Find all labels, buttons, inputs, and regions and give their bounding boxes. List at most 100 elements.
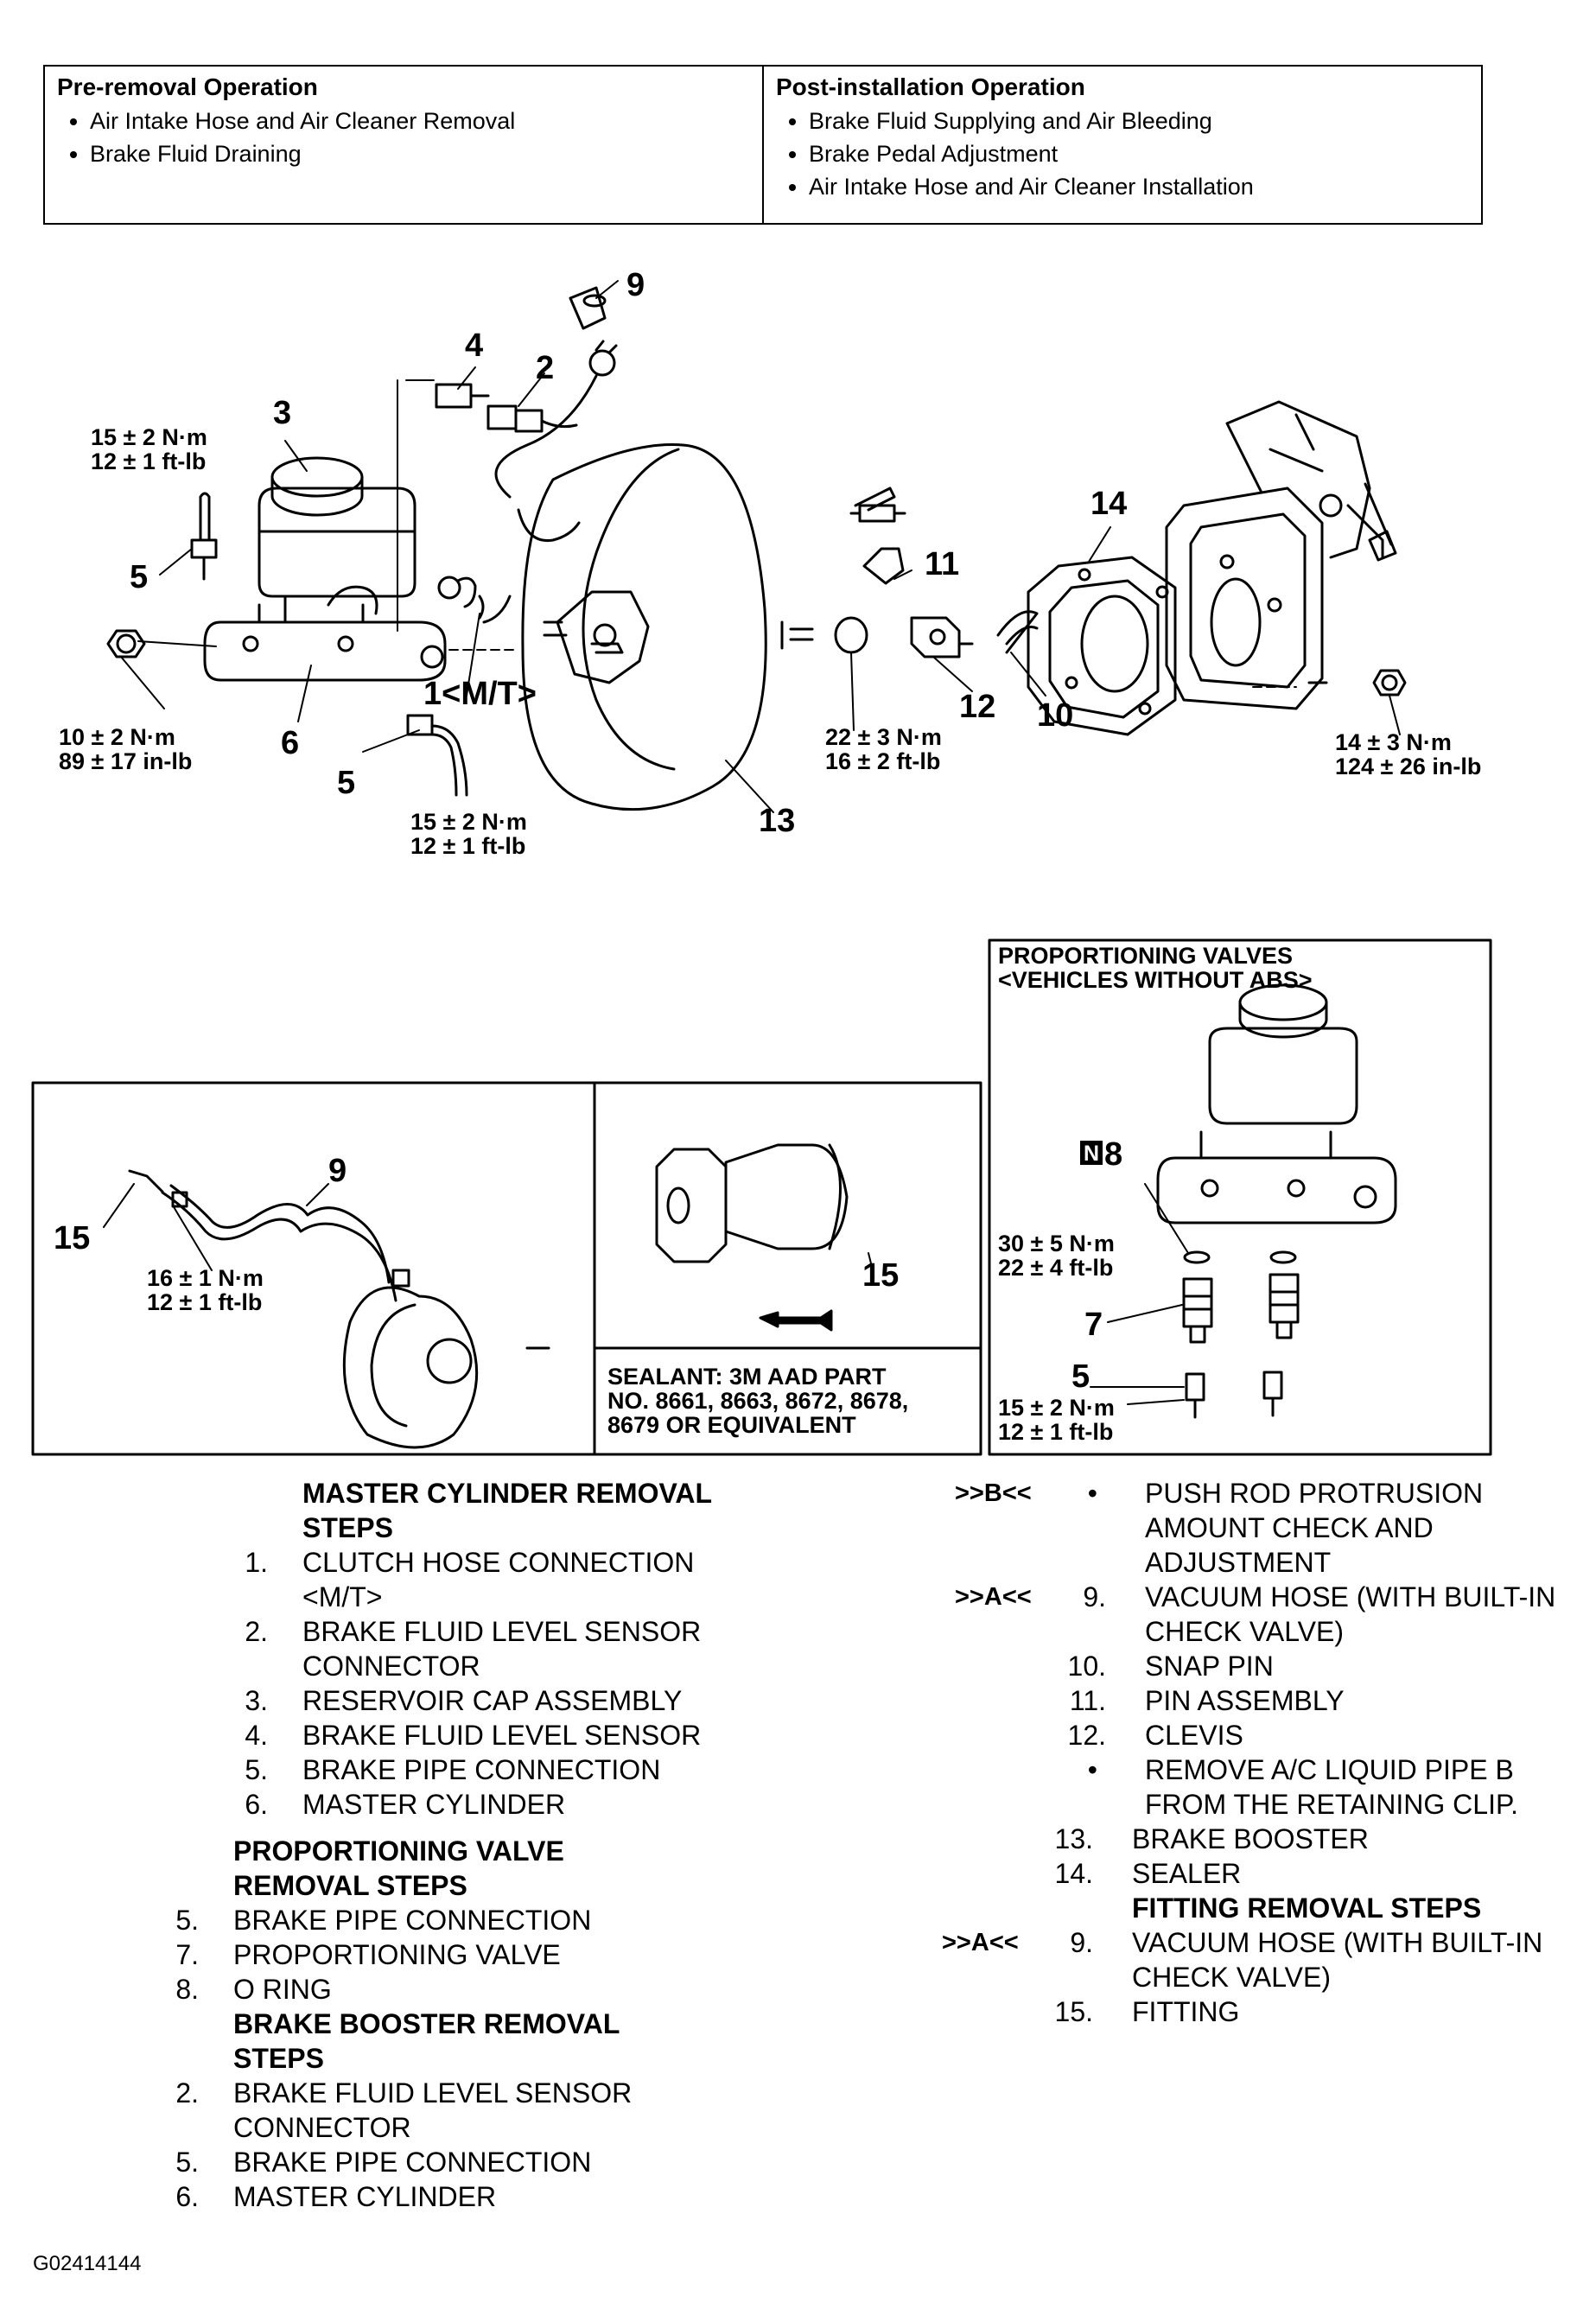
torque-value: 22 ± 4 ft-lb bbox=[998, 1255, 1113, 1281]
list-item: 14.SEALER bbox=[1054, 1858, 1242, 1889]
torque-value: 16 ± 1 N·m bbox=[147, 1265, 264, 1291]
list-item: 6.MASTER CYLINDER bbox=[245, 1789, 566, 1820]
torque-value: 14 ± 3 N·m bbox=[1335, 729, 1452, 755]
steps-left: MASTER CYLINDER REMOVAL STEPS 1.CLUTCH H… bbox=[156, 1476, 890, 2214]
inset-title: PROPORTIONING VALVES bbox=[998, 943, 1293, 969]
list-item: 2.BRAKE FLUID LEVEL SENSOR bbox=[175, 2077, 633, 2109]
section-header: PROPORTIONING VALVE bbox=[233, 1835, 564, 1867]
sealant-line: 8679 OR EQUIVALENT bbox=[607, 1412, 856, 1438]
list-item: CONNECTOR bbox=[302, 1651, 480, 1682]
list-item: >>A<<9.VACUUM HOSE (WITH BUILT-IN bbox=[955, 1581, 1556, 1612]
torque-value: 30 ± 5 N·m bbox=[998, 1231, 1115, 1256]
list-item: ADJUSTMENT bbox=[1145, 1547, 1332, 1578]
torque-value: 15 ± 2 N·m bbox=[998, 1395, 1115, 1421]
sealant-line: NO. 8661, 8663, 8672, 8678, bbox=[607, 1388, 908, 1414]
post-installation-heading: Post-installation Operation bbox=[776, 73, 1085, 100]
list-item: 2.BRAKE FLUID LEVEL SENSOR bbox=[245, 1616, 702, 1647]
leader-lines bbox=[120, 280, 1401, 813]
torque-value: 16 ± 2 ft-lb bbox=[825, 748, 940, 774]
steps-right: >>B<<•PUSH ROD PROTRUSION AMOUNT CHECK A… bbox=[942, 1476, 1596, 2029]
pin-assembly-drawing bbox=[834, 487, 906, 654]
callout-10: 10 bbox=[1037, 697, 1073, 734]
callout-2: 2 bbox=[536, 350, 554, 386]
pedal-bracket-drawing bbox=[1165, 400, 1397, 710]
n-mark-badge: N bbox=[1084, 1142, 1099, 1166]
pre-removal-list: Air Intake Hose and Air Cleaner Removal … bbox=[57, 105, 750, 170]
nut-drawing bbox=[106, 629, 146, 658]
exploded-diagram: 9 4 2 3 5 6 5 1<M/T> 13 11 12 10 14 15 ±… bbox=[31, 267, 1492, 1456]
list-item: 15.FITTING bbox=[1054, 1996, 1240, 2027]
list-item: 12.CLEVIS bbox=[1067, 1720, 1243, 1751]
brake-pipe-lower-drawing bbox=[406, 714, 468, 797]
torque-value: 12 ± 1 ft-lb bbox=[147, 1289, 262, 1315]
brake-pipe-upper-drawing bbox=[190, 492, 218, 581]
callout-5: 5 bbox=[130, 559, 148, 595]
clutch-hose-drawing bbox=[437, 576, 512, 624]
clevis-drawing bbox=[910, 616, 974, 658]
torque-value: 124 ± 26 in-lb bbox=[1335, 754, 1481, 779]
nut-drawing bbox=[1372, 669, 1407, 697]
section-header: REMOVAL STEPS bbox=[233, 1870, 467, 1901]
sensor-connectors-drawing bbox=[435, 383, 578, 433]
torque-value: 10 ± 2 N·m bbox=[59, 724, 175, 750]
callout-13: 13 bbox=[759, 803, 795, 839]
operations-table: Pre-removal Operation Air Intake Hose an… bbox=[43, 65, 1483, 225]
callout-11: 11 bbox=[925, 546, 959, 582]
list-item: 4.BRAKE FLUID LEVEL SENSOR bbox=[245, 1720, 702, 1751]
section-header: STEPS bbox=[302, 1512, 393, 1543]
torque-value: 15 ± 2 N·m bbox=[410, 809, 527, 835]
list-item: CHECK VALVE) bbox=[1145, 1616, 1344, 1647]
list-item: •REMOVE A/C LIQUID PIPE B bbox=[1087, 1754, 1514, 1785]
master-cylinder-drawing bbox=[137, 379, 519, 682]
list-item: 5.BRAKE PIPE CONNECTION bbox=[245, 1754, 661, 1785]
torque-value: 12 ± 1 ft-lb bbox=[91, 448, 206, 474]
list-item: AMOUNT CHECK AND bbox=[1145, 1512, 1434, 1543]
list-item: 5.BRAKE PIPE CONNECTION bbox=[175, 1905, 592, 1936]
list-item: Air Intake Hose and Air Cleaner Installa… bbox=[809, 170, 1469, 203]
pre-removal-column: Pre-removal Operation Air Intake Hose an… bbox=[45, 67, 762, 223]
callout-8: 8 bbox=[1104, 1136, 1122, 1173]
callout-4: 4 bbox=[465, 328, 483, 364]
inset-vacuum-hose: 9 15 16 ± 1 N·m 12 ± 1 ft-lb bbox=[31, 1081, 596, 1456]
list-item: Air Intake Hose and Air Cleaner Removal bbox=[90, 105, 750, 137]
list-item: >>B<<•PUSH ROD PROTRUSION bbox=[955, 1478, 1484, 1509]
list-item: 7.PROPORTIONING VALVE bbox=[175, 1939, 561, 1970]
callout-5: 5 bbox=[337, 765, 355, 801]
snap-pin-drawing bbox=[996, 610, 1039, 654]
torque-value: 15 ± 2 N·m bbox=[91, 424, 207, 450]
list-item: 11.PIN ASSEMBLY bbox=[1069, 1685, 1345, 1716]
list-item: Brake Fluid Draining bbox=[90, 137, 750, 170]
torque-value: 22 ± 3 N·m bbox=[825, 724, 942, 750]
callout-7: 7 bbox=[1084, 1307, 1103, 1343]
callout-14: 14 bbox=[1090, 486, 1127, 522]
post-installation-column: Post-installation Operation Brake Fluid … bbox=[762, 67, 1481, 223]
list-item: Brake Fluid Supplying and Air Bleeding bbox=[809, 105, 1469, 137]
callout-3: 3 bbox=[273, 395, 291, 431]
list-item: 13.BRAKE BOOSTER bbox=[1054, 1823, 1369, 1854]
list-item: 10.SNAP PIN bbox=[1067, 1651, 1274, 1682]
list-item: 3.RESERVOIR CAP ASSEMBLY bbox=[245, 1685, 683, 1716]
section-header: MASTER CYLINDER REMOVAL bbox=[302, 1478, 713, 1509]
list-item: 8.O RING bbox=[175, 1974, 332, 2005]
section-header: BRAKE BOOSTER REMOVAL bbox=[233, 2008, 620, 2039]
sealant-line: SEALANT: 3M AAD PART bbox=[607, 1364, 887, 1390]
list-item: 6.MASTER CYLINDER bbox=[175, 2181, 497, 2212]
list-item: CONNECTOR bbox=[233, 2112, 411, 2143]
list-item: CHECK VALVE) bbox=[1132, 1962, 1331, 1993]
inset-fitting: 15 SEALANT: 3M AAD PART NO. 8661, 8663, … bbox=[593, 1081, 982, 1456]
list-item: >>A<<9.VACUUM HOSE (WITH BUILT-IN bbox=[942, 1927, 1543, 1958]
torque-labels: 15 ± 2 N·m 12 ± 1 ft-lb 10 ± 2 N·m 89 ± … bbox=[59, 424, 1481, 859]
list-item: Brake Pedal Adjustment bbox=[809, 137, 1469, 170]
callout-labels: 9 4 2 3 5 6 5 1<M/T> 13 11 12 10 14 bbox=[130, 267, 1127, 839]
inset-subtitle: <VEHICLES WITHOUT ABS> bbox=[998, 967, 1313, 993]
pre-removal-heading: Pre-removal Operation bbox=[57, 73, 318, 100]
torque-value: 12 ± 1 ft-lb bbox=[998, 1419, 1113, 1445]
section-header: FITTING REMOVAL STEPS bbox=[1132, 1892, 1482, 1924]
post-installation-list: Brake Fluid Supplying and Air Bleeding B… bbox=[776, 105, 1469, 203]
callout-15: 15 bbox=[862, 1257, 899, 1294]
callout-12: 12 bbox=[959, 689, 995, 725]
torque-value: 12 ± 1 ft-lb bbox=[410, 833, 525, 859]
figure-id: G02414144 bbox=[33, 2252, 142, 2275]
vacuum-hose-drawing bbox=[494, 286, 618, 543]
brake-booster-drawing bbox=[521, 443, 814, 811]
